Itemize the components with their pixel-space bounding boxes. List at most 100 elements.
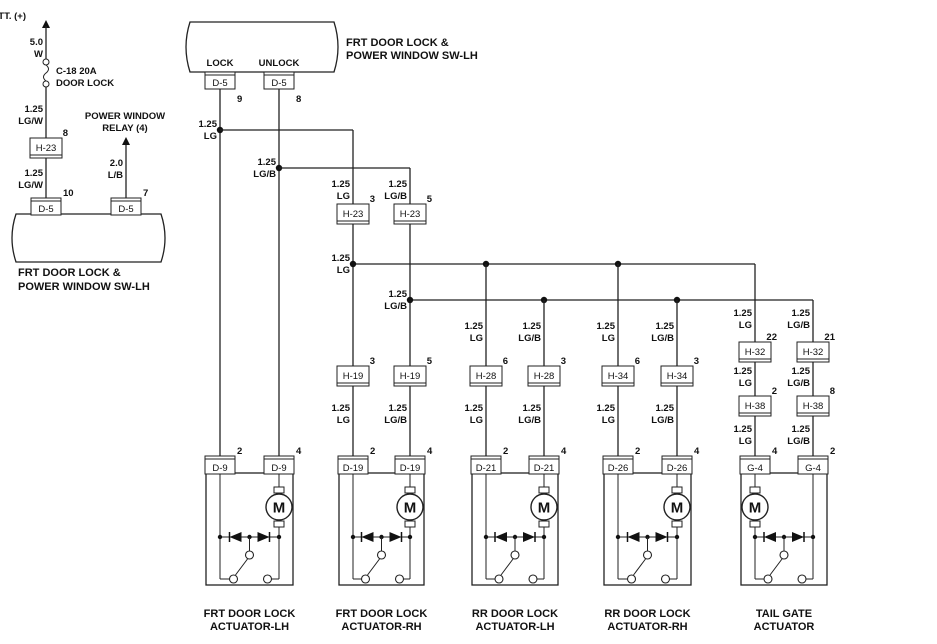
h23-left-connector-pin: 8 xyxy=(63,128,68,139)
relay-wire-color: L/B xyxy=(108,170,123,181)
wire-low-size: 1.25 xyxy=(25,168,44,179)
actuator-5-upper-left-size: 1.25 xyxy=(734,308,753,319)
actuator-3-diode-left-icon-triangle xyxy=(495,532,507,542)
d5-left-connector-label: D-5 xyxy=(38,204,53,215)
actuator-1-name-1: FRT DOOR LOCK xyxy=(204,608,296,620)
actuator-5-mid-right-color: LG/B xyxy=(787,378,810,389)
actuator-1-name-2: ACTUATOR-LH xyxy=(210,621,289,633)
lock-bus-size: 1.25 xyxy=(332,253,351,264)
actuator-2-lower-left-color: LG xyxy=(337,415,350,426)
actuator-3-h-right: H-283 xyxy=(527,356,566,387)
actuator-5-diode-junction-right xyxy=(810,534,816,540)
actuator-2-diode-junction-right xyxy=(407,534,413,540)
unlock-main-size: 1.25 xyxy=(258,157,277,168)
h23-lock-connector: H-23 3 xyxy=(336,194,375,225)
actuator-3-right-connector: D-214 xyxy=(528,446,567,475)
actuator-4-name-1: RR DOOR LOCK xyxy=(604,608,690,620)
actuator-5-h-left-label: H-32 xyxy=(745,347,766,358)
actuator-4-h-left-box xyxy=(601,365,635,387)
actuator-4-upper-right-color: LG/B xyxy=(651,333,674,344)
actuator-4-lower-left-color: LG xyxy=(602,415,615,426)
h23-lock-connector-label: H-23 xyxy=(343,209,364,220)
wire-top-color: W xyxy=(34,49,43,60)
actuator-4-diode-junction-right xyxy=(674,534,680,540)
lock-d5-connector-label: D-5 xyxy=(212,78,227,89)
actuator-2-switch-arm-icon xyxy=(367,558,380,576)
actuator-1-motor-icon-brush-top xyxy=(273,486,285,494)
actuator-4-name-2: ACTUATOR-RH xyxy=(607,621,687,633)
actuator-2-left-connector: D-192 xyxy=(337,446,375,475)
actuator-5-switch-pivot xyxy=(779,550,789,560)
unlock-bus-junction xyxy=(406,296,414,304)
actuator-2-left-connector-pin: 2 xyxy=(370,446,375,457)
actuator-1-switch-arm-icon xyxy=(235,558,248,576)
actuator-5-mid-left-color: LG xyxy=(739,378,752,389)
actuator-3-left-connector-label: D-21 xyxy=(476,463,497,474)
actuator-3-upper-left-size: 1.25 xyxy=(465,321,484,332)
actuator-4-switch-contact-left xyxy=(626,574,637,584)
actuator-4-motor-icon-circle xyxy=(663,493,691,521)
actuator-3-motor-icon-glyph: M xyxy=(538,500,551,517)
left-switch-body xyxy=(11,213,166,263)
unlock-label: UNLOCK xyxy=(259,58,300,69)
actuator-2-diode-junction-left xyxy=(350,534,356,540)
actuator-3-upper-left-color: LG xyxy=(470,333,483,344)
actuator-5-switch-contact-right xyxy=(797,574,807,584)
top-switch-body xyxy=(185,21,339,73)
actuator-2-switch-pivot xyxy=(376,550,387,560)
left-switch-name-1: FRT DOOR LOCK & xyxy=(18,267,121,279)
actuator-5-motor-icon-glyph: M xyxy=(749,500,762,517)
actuator-4-right-connector-pin: 4 xyxy=(694,446,700,457)
actuator-4-h-left-label: H-34 xyxy=(608,371,629,382)
d5-left-connector: D-5 10 xyxy=(30,188,74,216)
lock-bus-color: LG xyxy=(337,265,350,276)
actuator-1-diode-right-icon xyxy=(257,532,271,542)
actuator-1-motor-icon-circle xyxy=(265,493,293,521)
actuator-1-right-connector-label: D-9 xyxy=(271,463,286,474)
actuator-4-right-connector-label: D-26 xyxy=(667,463,688,474)
d5-left-connector-pin: 10 xyxy=(63,188,74,199)
actuator-3-name-1: RR DOOR LOCK xyxy=(472,608,558,620)
wire-top-size: 5.0 xyxy=(30,37,43,48)
actuator-1-diode-left-icon xyxy=(228,532,242,542)
h23-lock-connector-pin: 3 xyxy=(370,194,375,205)
actuator-1-motor-icon-glyph: M xyxy=(273,500,286,517)
actuator-5-h2-left-label: H-38 xyxy=(745,401,766,412)
actuator-4-motor-icon-brush-top xyxy=(671,486,683,494)
actuator-4-diode-left-icon-triangle xyxy=(627,532,640,542)
actuator-3-motor-icon: M xyxy=(530,486,558,528)
actuator-2-lower-left-size: 1.25 xyxy=(332,403,351,414)
batt-label: BATT. (+) xyxy=(0,11,26,22)
actuator-5-h2-left: H-382 xyxy=(738,386,777,417)
actuator-4-left-connector-pin: 2 xyxy=(635,446,640,457)
actuator-2-lower-right-color: LG/B xyxy=(384,415,407,426)
actuator-3-diode-right-icon-triangle xyxy=(523,532,535,542)
actuator-4-lower-right-color: LG/B xyxy=(651,415,674,426)
actuator-3-motor-icon-brush-top xyxy=(538,486,550,494)
h23-left-connector-label: H-23 xyxy=(36,143,57,154)
actuator-5-switch-contact-left xyxy=(763,574,773,584)
actuator-3-h-right-label: H-28 xyxy=(534,371,555,382)
actuator-1-left-connector-label: D-9 xyxy=(212,463,227,474)
h23-unlock-connector-label: H-23 xyxy=(400,209,421,220)
actuator-5-name-1: TAIL GATE xyxy=(756,608,812,620)
actuator-4-motor-icon-glyph: M xyxy=(671,500,684,517)
actuator-4-h-right-box xyxy=(660,365,694,387)
actuator-2-h-right: H-195 xyxy=(393,356,433,387)
batt-arrow-icon xyxy=(42,20,50,28)
wire-mid-color: LG/W xyxy=(18,116,43,127)
actuator-3-upper-right-size: 1.25 xyxy=(523,321,542,332)
relay-wire-size: 2.0 xyxy=(110,158,123,169)
actuator-3-diode-junction-right xyxy=(541,534,547,540)
actuator-2-diode-left-icon xyxy=(360,532,374,542)
actuator-5-diode-left-icon-triangle xyxy=(764,532,776,542)
actuator-5-lower-left-color: LG xyxy=(739,436,752,447)
actuator-5-diode-right-icon xyxy=(792,532,805,542)
unlock-bus-color: LG/B xyxy=(384,301,407,312)
actuator-1-motor-icon-brush-bottom xyxy=(273,520,285,528)
actuator-3-lower-left-size: 1.25 xyxy=(465,403,484,414)
actuator-1-diode-junction-right xyxy=(276,534,282,540)
actuator-2-h-left-pin: 3 xyxy=(370,356,375,367)
actuator-4-upper-left-color: LG xyxy=(602,333,615,344)
